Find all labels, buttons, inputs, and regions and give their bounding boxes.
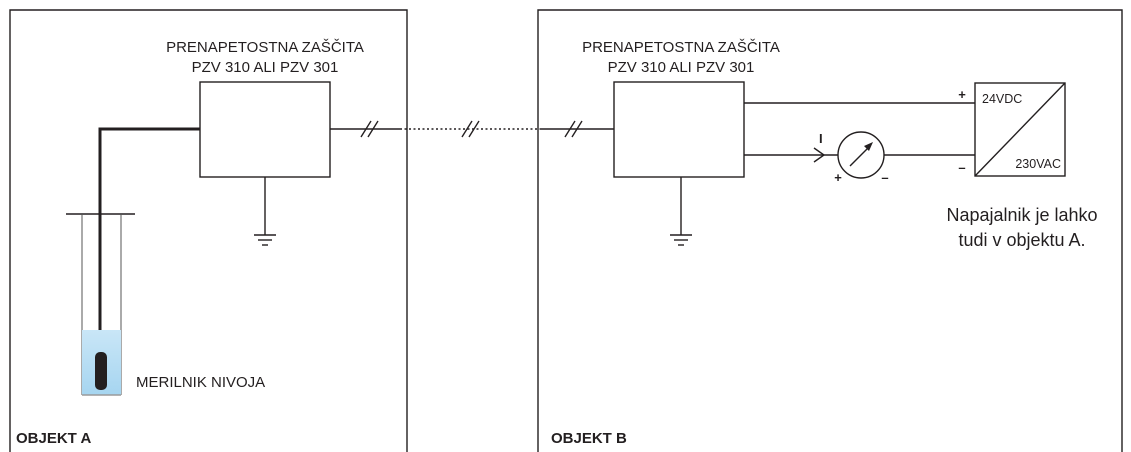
current-label: I <box>819 131 823 146</box>
object-a-label: OBJEKT A <box>16 430 91 447</box>
ammeter-icon <box>837 131 885 179</box>
note-line-2: tudi v objektu A. <box>958 230 1085 250</box>
protector-a-box <box>199 81 331 178</box>
power-supply: 24VDC 230VAC <box>974 82 1066 177</box>
power-supply-box <box>974 82 1066 177</box>
surge-protector-b: PRENAPETOSTNA ZAŠČITA PZV 310 ALI PZV 30… <box>582 39 780 178</box>
object-b-label: OBJEKT B <box>551 430 627 447</box>
ammeter-minus: – <box>881 170 888 185</box>
protector-a-title: PRENAPETOSTNA ZAŠČITA <box>166 39 364 56</box>
psu-plus: + <box>958 87 966 102</box>
protector-a-model: PZV 310 ALI PZV 301 <box>192 59 339 76</box>
ground-b-icon <box>670 177 692 246</box>
level-sensor-icon <box>95 352 107 390</box>
sensor-cable <box>98 127 200 370</box>
object-b-frame <box>537 9 1123 452</box>
psu-output-label: 24VDC <box>982 92 1022 106</box>
note-line-1: Napajalnik je lahko <box>946 205 1097 225</box>
current-arrow-icon <box>813 147 826 163</box>
psu-minus: – <box>958 160 965 175</box>
surge-protector-a: PRENAPETOSTNA ZAŠČITA PZV 310 ALI PZV 30… <box>166 39 364 178</box>
protector-b-title: PRENAPETOSTNA ZAŠČITA <box>582 39 780 56</box>
signal-line <box>330 120 614 138</box>
psu-input-label: 230VAC <box>1015 157 1061 171</box>
object-a-frame <box>9 9 408 452</box>
ammeter-plus: + <box>834 170 842 185</box>
ground-a-icon <box>254 177 276 246</box>
protector-b-box <box>613 81 745 178</box>
protector-b-model: PZV 310 ALI PZV 301 <box>608 59 755 76</box>
sensor-label: MERILNIK NIVOJA <box>136 374 265 391</box>
